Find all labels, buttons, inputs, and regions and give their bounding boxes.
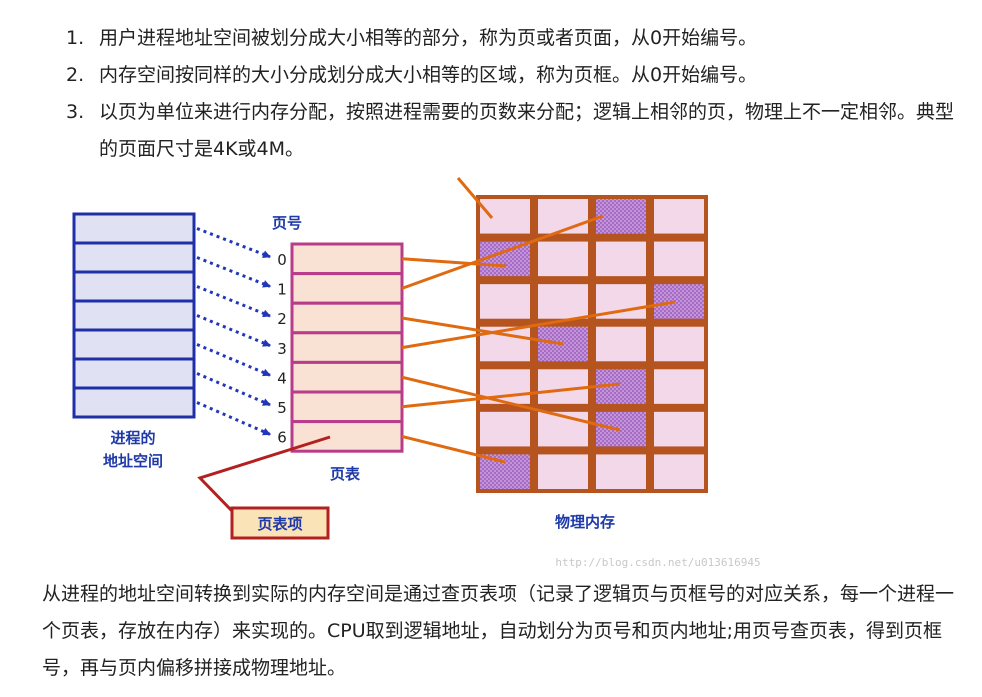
memory-frame-used — [480, 454, 530, 489]
memory-frame-free — [538, 284, 588, 319]
page-table-label: 页表 — [330, 465, 361, 483]
process-address-space — [72, 212, 196, 419]
dotted-arrow — [196, 372, 271, 407]
mapping-line — [401, 257, 507, 268]
page-table-entry-box — [230, 506, 330, 540]
mapping-line — [401, 316, 564, 346]
memory-frame-free — [538, 241, 588, 277]
page-table-entry-label: 页表项 — [257, 515, 302, 533]
memory-frame-free — [654, 241, 704, 277]
page-number-title: 页号 — [272, 214, 302, 232]
memory-frame-used — [596, 199, 646, 234]
list-number: 2. — [66, 64, 85, 86]
memory-frame-free — [480, 284, 530, 319]
memory-frame-used — [596, 411, 646, 447]
memory-frame-free — [654, 454, 704, 489]
list-text: 内存空间按同样的大小分成划分成大小相等的区域，称为页框。从0开始编号。 — [99, 64, 758, 86]
dotted-arrow — [196, 401, 271, 436]
address-space-label-line1: 进程的 — [110, 429, 155, 447]
page-number: 1 — [277, 281, 287, 299]
list-item: 1. 用户进程地址空间被划分成大小相等的部分，称为页或者页面，从0开始编号。 — [66, 20, 966, 57]
address-space-label-line2: 地址空间 — [103, 452, 163, 470]
address-space-row — [72, 386, 196, 419]
page-number: 6 — [277, 429, 287, 447]
address-to-page-arrows — [196, 227, 271, 436]
dotted-arrow — [196, 227, 271, 259]
list-item: 2. 内存空间按同样的大小分成划分成大小相等的区域，称为页框。从0开始编号。 — [66, 57, 966, 94]
list-number: 3. — [66, 101, 85, 123]
page-number: 5 — [277, 399, 287, 417]
memory-frame-free — [596, 326, 646, 362]
physical-memory-grid — [476, 195, 708, 493]
page-number: 4 — [277, 369, 287, 387]
page-number: 0 — [277, 251, 287, 269]
list-number: 1. — [66, 27, 85, 49]
numbered-list: 1. 用户进程地址空间被划分成大小相等的部分，称为页或者页面，从0开始编号。 2… — [66, 20, 966, 168]
page-table-entry — [290, 242, 404, 276]
physical-memory-label: 物理内存 — [555, 513, 615, 531]
address-space-row — [72, 241, 196, 274]
page-table-entry-pointer — [197, 435, 331, 514]
memory-frame-free — [480, 411, 530, 447]
dotted-arrow — [196, 285, 271, 318]
memory-frame-free — [654, 326, 704, 362]
mapping-line — [401, 434, 506, 464]
address-space-row — [72, 212, 196, 245]
page-table-entry — [290, 390, 404, 424]
memory-frame-free — [654, 369, 704, 404]
dotted-arrow — [196, 256, 271, 288]
page-table-entry — [290, 301, 404, 335]
memory-frame-free — [596, 454, 646, 489]
memory-frame-free — [538, 454, 588, 489]
address-space-row — [72, 328, 196, 361]
mapping-line — [401, 375, 621, 432]
pointer-line — [456, 177, 494, 219]
list-text: 以页为单位来进行内存分配，按照进程需要的页数来分配；逻辑上相邻的页，物理上不一定… — [99, 101, 955, 160]
memory-frame-free — [596, 241, 646, 277]
address-space-row — [72, 299, 196, 332]
address-space-row — [72, 357, 196, 390]
memory-frame-free — [654, 199, 704, 234]
list-text: 用户进程地址空间被划分成大小相等的部分，称为页或者页面，从0开始编号。 — [99, 27, 758, 49]
page-table-entry — [290, 272, 404, 305]
explanation-paragraph: 从进程的地址空间转换到实际的内存空间是通过查页表项（记录了逻辑页与页框号的对应关… — [42, 583, 955, 679]
page-table-entry — [290, 360, 404, 394]
page-table-entry — [290, 331, 404, 364]
list-item: 3. 以页为单位来进行内存分配，按照进程需要的页数来分配；逻辑上相邻的页，物理上… — [66, 94, 966, 168]
page-number-column: 0 1 2 3 4 5 6 — [277, 251, 287, 447]
mapping-line — [401, 382, 621, 409]
page-table — [290, 242, 404, 453]
dotted-arrow — [196, 314, 271, 347]
memory-frame-free — [538, 199, 588, 234]
page-to-frame-mappings — [401, 214, 676, 464]
watermark: http://blog.csdn.net/u013616945 — [555, 556, 760, 569]
page-number: 2 — [277, 310, 287, 328]
memory-frame-free — [480, 199, 530, 234]
memory-frame-free — [538, 369, 588, 404]
mapping-line — [401, 300, 676, 350]
page-number: 3 — [277, 340, 287, 358]
memory-frame-used — [654, 284, 704, 319]
memory-frame-free — [654, 411, 704, 447]
mapping-line — [401, 214, 604, 290]
dotted-arrow — [196, 343, 271, 377]
address-space-row — [72, 270, 196, 303]
page-table-entry — [290, 420, 404, 453]
